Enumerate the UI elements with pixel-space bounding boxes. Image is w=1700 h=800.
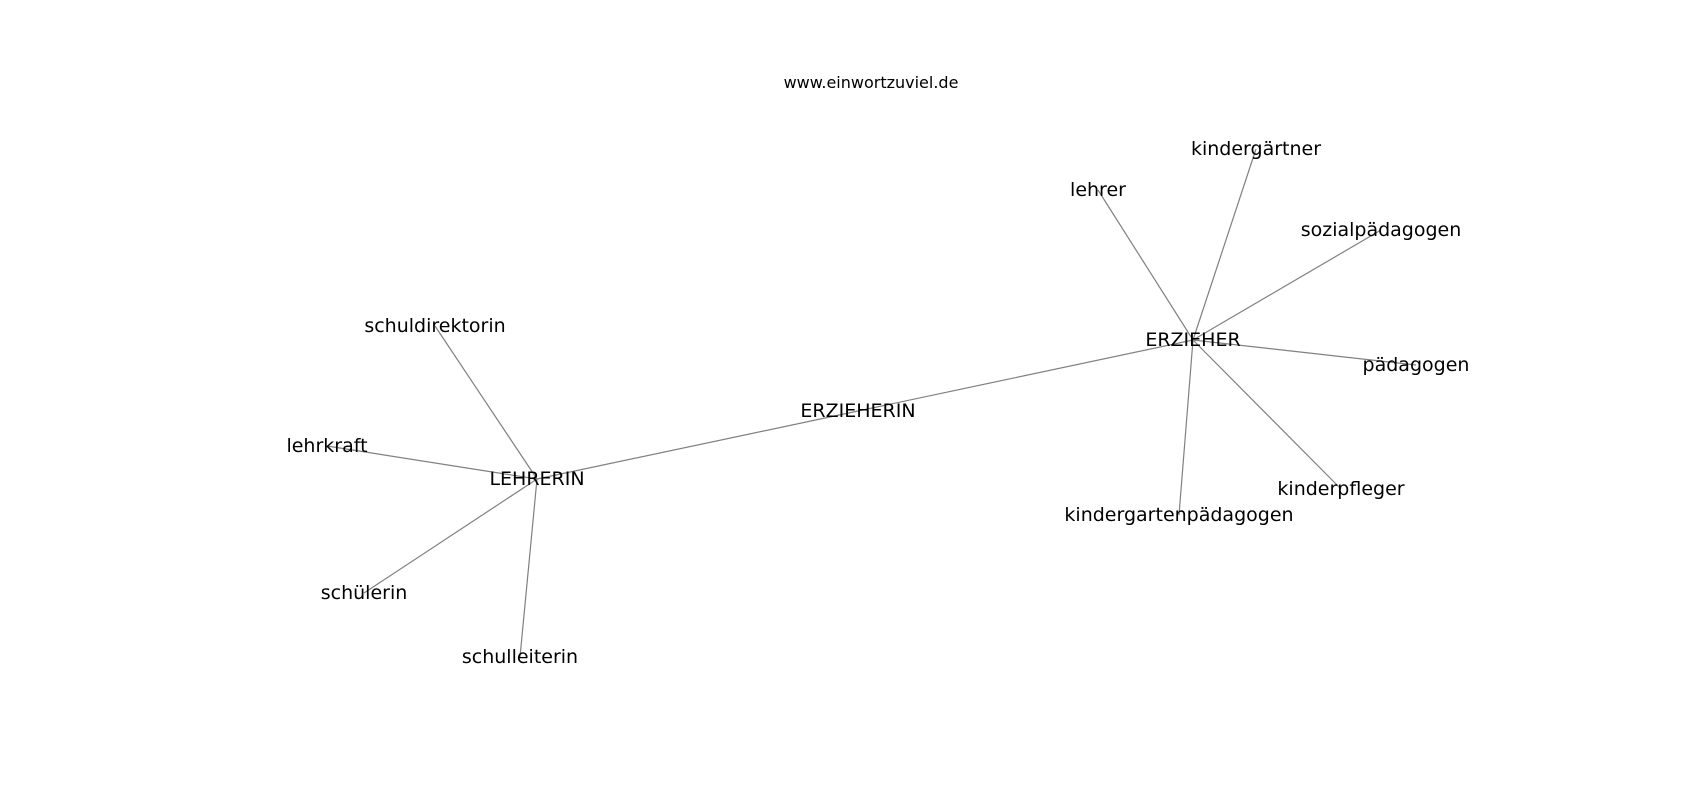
node-label-erzieherin: ERZIEHERIN <box>800 400 915 422</box>
edge-lehrerin-schuldirektorin <box>434 325 538 480</box>
node-label-lehrer: lehrer <box>1070 179 1126 201</box>
edge-lehrerin-schulleiterin <box>519 478 538 658</box>
node-label-erzieher: ERZIEHER <box>1145 329 1240 351</box>
node-label-lehrerin: LEHRERIN <box>489 468 584 490</box>
node-label-paedagogen: pädagogen <box>1363 354 1470 376</box>
node-label-kindergartenpaedagogen: kindergartenpädagogen <box>1064 504 1293 526</box>
edge-erzieher-kinderpfleger <box>1192 339 1342 490</box>
node-label-kinderpfleger: kinderpfleger <box>1277 478 1404 500</box>
edge-lehrerin-erzieherin <box>536 410 859 480</box>
edge-erzieher-paedagogen <box>1192 339 1417 366</box>
node-label-kindergaertner: kindergärtner <box>1191 138 1321 160</box>
node-label-sozialpaedagogen: sozialpädagogen <box>1301 219 1462 241</box>
edge-erzieherin-erzieher <box>857 339 1194 412</box>
node-label-schuldirektorin: schuldirektorin <box>364 315 505 337</box>
node-label-schuelerin: schülerin <box>321 582 408 604</box>
edge-erzieher-kindergartenpaedagogen <box>1178 339 1194 516</box>
node-label-schulleiterin: schulleiterin <box>462 646 578 668</box>
edge-lehrerin-schuelerin <box>363 478 538 594</box>
edge-erzieher-sozialpaedagogen <box>1192 229 1382 341</box>
chart-title: www.einwortzuviel.de <box>784 73 959 92</box>
edge-erzieher-lehrer <box>1097 189 1194 341</box>
node-label-lehrkraft: lehrkraft <box>286 435 367 457</box>
edge-lehrerin-lehrkraft <box>326 445 538 480</box>
edges-group <box>326 148 1417 658</box>
edge-erzieher-kindergaertner <box>1192 148 1257 341</box>
nodes-group: LEHRERIN ERZIEHERIN ERZIEHER schuldirektori… <box>286 138 1469 668</box>
